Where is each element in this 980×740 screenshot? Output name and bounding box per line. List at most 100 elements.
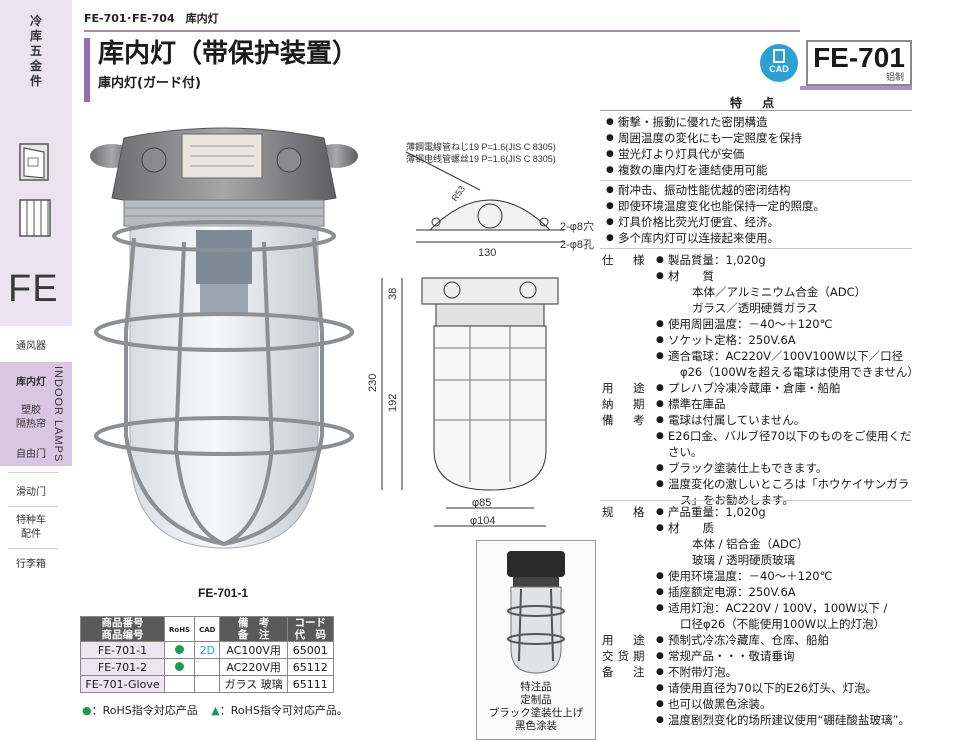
- spec-row: ブラック塗装仕上もできます。: [602, 460, 916, 476]
- spec-value: 玻璃 / 透明硬质玻璃: [692, 553, 796, 567]
- cell-cad: 2D: [194, 641, 221, 659]
- sidebar-item-special-vehicle[interactable]: 特种车 配件: [16, 515, 46, 540]
- spec-value: 产品重量：1,020g: [656, 504, 916, 520]
- feature-item: 多个库内灯可以连接起来使用。: [606, 230, 912, 246]
- legend: ●：RoHS指令対応产品 ▲：RoHS指令可対応产品。: [82, 702, 348, 718]
- cell-note: AC100V用: [219, 641, 288, 659]
- dim-body-height: 192: [387, 394, 399, 412]
- sidebar-item-luggage[interactable]: 行李箱: [16, 559, 46, 570]
- spec-label: 备 注: [602, 665, 649, 679]
- strip-curtain-icon: [19, 199, 51, 237]
- spec-row: 本体 / 铝合金（ADC）: [602, 536, 916, 552]
- feature-item: 複数の庫内灯を連結使用可能: [606, 162, 912, 178]
- spec-value: 適合電球：AC220V／100V100W以下／口径: [656, 348, 916, 364]
- spec-divider: [600, 500, 912, 501]
- photo-caption: FE-701-1: [198, 586, 249, 600]
- spec-label: 用 途: [602, 381, 649, 395]
- header-code2-cn: 代 码: [294, 629, 327, 641]
- sidebar-vertical-label: INDOOR LAMPS: [52, 366, 70, 476]
- header-cad: CAD: [194, 616, 221, 642]
- sidebar-item-strip-curtain[interactable]: 塑胶 隔热帘: [16, 405, 46, 430]
- spec-value: 標準在庫品: [656, 396, 916, 412]
- spec-value: プレハブ冷凍冷蔵庫・倉庫・船舶: [656, 380, 916, 396]
- spec-label: [602, 616, 656, 632]
- breadcrumb: FE-701･FE-704 库内灯: [84, 12, 219, 25]
- spec-label: [602, 300, 656, 316]
- spec-value: 材 质: [656, 520, 916, 536]
- spec-value: 口径φ26（不能使用100W以上的灯泡）: [680, 617, 886, 631]
- feature-item: 蛍光灯より灯具代が安価: [606, 146, 912, 162]
- spec-row: 也可以做黑色涂装。: [602, 696, 916, 712]
- rohs-compliant-icon: [175, 644, 185, 654]
- spec-value: 本体 / 铝合金（ADC）: [692, 537, 809, 551]
- spec-value: 不附带灯泡。: [656, 664, 916, 680]
- spec-label: [602, 600, 656, 616]
- page-title: 库内灯（带保护装置）: [98, 39, 359, 69]
- dim-hole-cn: 2-φ8孔: [560, 238, 594, 251]
- spec-label: [602, 364, 656, 380]
- dim-outer-diameter: φ104: [470, 515, 496, 527]
- cell-cad: [194, 658, 221, 676]
- features-rule: [600, 110, 912, 111]
- spec-row: ソケット定格：250V.6A: [602, 332, 916, 348]
- sidebar-item-indoor-lamp[interactable]: 库内灯: [16, 377, 46, 388]
- header-rohs: RoHS: [163, 616, 196, 642]
- spec-row: 適合電球：AC220V／100V100W以下／口径: [602, 348, 916, 364]
- page-subtitle: 庫内灯(ガード付): [98, 76, 201, 91]
- rohs-triangle-mark: ▲: [211, 704, 220, 717]
- cell-rohs: [163, 641, 196, 659]
- caption-line: ブラック塗装仕上げ: [488, 707, 584, 719]
- cad-download-button[interactable]: CAD: [760, 44, 798, 82]
- spec-row: 口径φ26（不能使用100W以上的灯泡）: [602, 616, 916, 632]
- section-code: FE: [8, 268, 59, 310]
- spec-row: 納 期標準在庫品: [602, 396, 916, 412]
- cell-rohs: [163, 658, 196, 676]
- sidebar-item-ventilator[interactable]: 通风器: [16, 341, 46, 352]
- rohs-circle-text: ：RoHS指令対応产品: [91, 704, 198, 717]
- spec-row: 用 途预制式冷冻冷藏库、仓库、船舶: [602, 632, 916, 648]
- spec-label: [602, 552, 656, 568]
- indoor-lamps-label: INDOOR LAMPS: [52, 366, 64, 463]
- header-code: 商品番号 商品编号: [80, 616, 165, 642]
- spec-row: 本体／アルミニウム合金（ADC）: [602, 284, 916, 300]
- header-code-cn: 商品编号: [101, 629, 144, 641]
- spec-row: 使用周囲温度：－40～＋120℃: [602, 316, 916, 332]
- dim-inner-diameter: φ85: [472, 497, 491, 509]
- spec-value: 常规产品・・・敬请垂询: [656, 648, 916, 664]
- caption-line: 黑色涂装: [515, 720, 557, 732]
- spec-value: 适用灯泡：AC220V / 100V，100W以下 /: [656, 600, 916, 616]
- spec-divider: [600, 248, 912, 249]
- header-rule: [84, 30, 800, 32]
- spec-row: 请使用直径为70以下的E26灯头、灯泡。: [602, 680, 916, 696]
- spec-value: 材 質: [656, 268, 916, 284]
- spec-row: ガラス／透明硬質ガラス: [602, 300, 916, 316]
- spec-label: [602, 428, 656, 460]
- header-code2: コード 代 码: [286, 616, 334, 642]
- feature-item: 耐冲击、振动性能优越的密闭结构: [606, 182, 912, 198]
- spec-label: 備 考: [602, 413, 649, 427]
- header-note: 備 考 备 注: [219, 616, 288, 642]
- sidebar-item-free-door[interactable]: 自由门: [16, 449, 46, 460]
- sidebar-divider: [8, 548, 58, 549]
- custom-product-caption: 特注品 定制品 ブラック塗装仕上げ 黑色涂装: [477, 681, 595, 733]
- swing-door-icon: [19, 143, 49, 181]
- spec-jp-block: 仕 様製品質量：1,020g材 質本体／アルミニウム合金（ADC）ガラス／透明硬…: [602, 252, 919, 508]
- sidebar: 冷库五金件 FE 通风器 库内灯 塑胶 隔热帘 自由门 滑动门 特种车 配件 行…: [0, 0, 72, 740]
- spec-row: φ26（100Wを超える電球は使用できません）: [602, 364, 919, 380]
- spec-label: [602, 268, 656, 284]
- spec-row: 使用环境温度：－40～＋120℃: [602, 568, 916, 584]
- spec-row: 温度変化の激しいところは「ホウケイサンガラ: [602, 476, 916, 492]
- cad-header-label: CAD: [199, 626, 216, 634]
- spec-label: 仕 様: [602, 253, 649, 267]
- spec-label: [602, 520, 656, 536]
- spec-value: 温度剧烈变化的场所建议使用“硼硅酸盐玻璃”。: [656, 712, 916, 728]
- spec-row: 备 注不附带灯泡。: [602, 664, 916, 680]
- sidebar-item-sliding-door[interactable]: 滑动门: [16, 487, 46, 498]
- cell-note: AC220V用: [219, 658, 288, 676]
- spec-label: [602, 696, 656, 712]
- rohs-triangle-text: ：RoHS指令可対応产品。: [219, 704, 348, 717]
- spec-row: 材 质: [602, 520, 916, 536]
- product-table: 商品番号 商品编号 RoHS CAD 備 考 备 注 コード 代 码 FE-70…: [80, 616, 334, 693]
